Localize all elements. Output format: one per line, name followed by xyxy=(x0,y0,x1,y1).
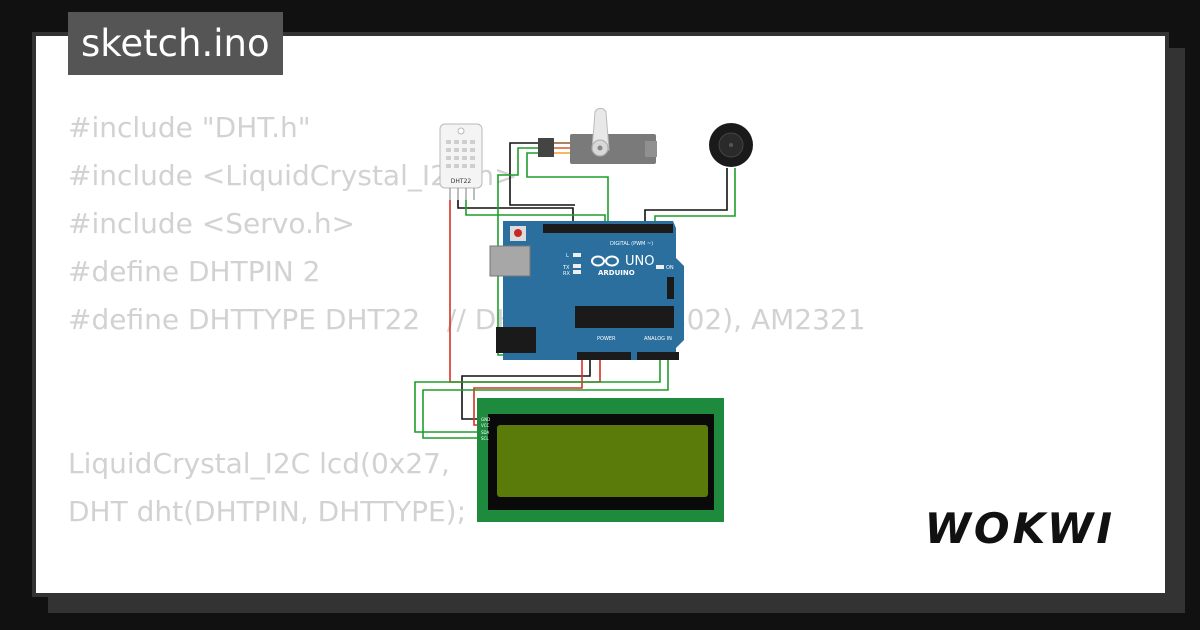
file-tab[interactable]: sketch.ino xyxy=(68,12,283,75)
sensor-label: DHT22 xyxy=(451,178,472,185)
wire xyxy=(473,330,583,426)
power-label: POWER xyxy=(597,336,616,342)
header-analog xyxy=(637,352,679,360)
code-line: #include <Servo.h> xyxy=(68,207,356,240)
usb-port xyxy=(489,245,531,277)
wires xyxy=(414,142,736,439)
circuit-diagram: DHT22 xyxy=(414,107,753,522)
lcd-pin-labels: GND VCC SDA SCL xyxy=(481,417,490,441)
servo-horn xyxy=(591,107,610,151)
code-line: Servo xyxy=(68,584,866,593)
led-rx-label: RX xyxy=(563,271,570,277)
status-leds: L TX RX ON xyxy=(562,253,674,277)
lcd-pin-scl: SCL xyxy=(481,436,489,441)
header-digital xyxy=(543,224,673,233)
dht22-sensor[interactable]: DHT22 xyxy=(439,123,483,200)
arduino-uno-board[interactable]: DIGITAL (PWM ~) L TX RX ON ARDUINO UNO P… xyxy=(489,221,684,360)
wire xyxy=(644,168,728,224)
lcd-pin-vcc: VCC xyxy=(481,423,490,428)
led-on-label: ON xyxy=(666,265,674,271)
code-line: #include "DHT.h" xyxy=(68,111,311,144)
code-line: DHT dht(DHTPIN, DHTTYPE); xyxy=(68,495,467,528)
servo-motor[interactable] xyxy=(538,107,657,164)
wire xyxy=(422,355,669,439)
wire xyxy=(457,200,574,224)
wire xyxy=(509,142,575,206)
code-line: LiquidCrystal_I2C lcd(0x27, xyxy=(68,447,450,480)
servo-connector xyxy=(538,138,554,157)
digital-label: DIGITAL (PWM ~) xyxy=(610,241,653,247)
sensor-mount-hole xyxy=(457,127,465,135)
wire xyxy=(465,200,606,224)
code-line: #define DHTPIN 2 xyxy=(68,255,321,288)
board-name: ARDUINO xyxy=(598,269,635,277)
wokwi-logo: WOKWI xyxy=(924,504,1115,553)
wire xyxy=(461,330,591,420)
lcd-pin-gnd: GND xyxy=(481,417,490,422)
wire xyxy=(526,152,609,224)
sensor-grille xyxy=(446,140,475,168)
lcd-screen xyxy=(497,425,708,497)
board-model: UNO xyxy=(625,254,654,269)
arduino-logo xyxy=(591,255,619,267)
analog-label: ANALOG IN xyxy=(644,336,672,342)
microcontroller-chip xyxy=(575,306,674,328)
servo-body xyxy=(570,134,656,164)
buzzer[interactable] xyxy=(709,123,753,167)
preview-card: #include "DHT.h"#include <LiquidCrystal_… xyxy=(32,32,1169,597)
lcd-pin-sda: SDA xyxy=(481,430,490,435)
lcd-display[interactable]: GND VCC SDA SCL xyxy=(477,398,724,522)
wire xyxy=(414,355,661,433)
wire xyxy=(654,168,736,224)
led-tx-label: TX xyxy=(562,265,570,271)
power-jack xyxy=(496,327,536,353)
header-power xyxy=(577,352,631,360)
led-l-label: L xyxy=(566,253,569,259)
